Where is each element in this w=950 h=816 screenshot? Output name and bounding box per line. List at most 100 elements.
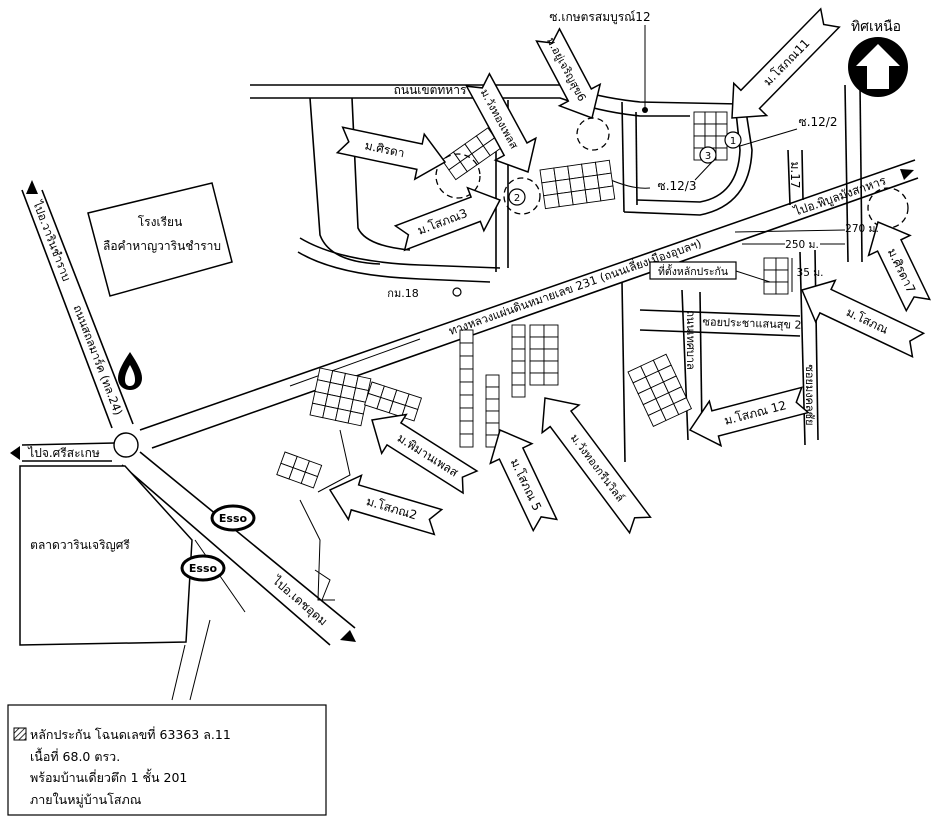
sophon11-loop-inner [636,111,741,203]
village-arrow-yoocharoensuk6: ม.อยู่เจริญสุข6 [535,27,602,120]
marker-2-label: 2 [514,193,520,204]
house-lot [763,281,777,295]
marker-3-label: 3 [705,151,711,162]
house-lot [693,111,706,125]
house-lot [543,348,559,362]
to-warin-direction: ไปอ.วารินชำราบ [26,180,74,283]
collateral-site-callout: ที่ตั้งหลักประกัน [649,261,771,283]
house-lot [459,368,474,383]
school-boundary [87,182,233,297]
house-lot [582,174,600,191]
house-lot [556,191,574,208]
road-24-east-edge [41,189,134,425]
house-lot [529,360,545,374]
house-lot [459,420,474,435]
house-lot [511,360,526,374]
house-lot [555,178,572,195]
dimension-250: 250 ม. [742,239,845,251]
house-lot [541,180,558,197]
house-lot [594,159,612,176]
west-village-road-b [351,97,411,251]
mongkhonchai-road-east [814,249,819,441]
soi-kaset-point [642,107,648,113]
to-phibun-label: ไปอ.พิบูลมังสาหาร [791,173,888,220]
house-lot [567,163,584,180]
house-lot [693,135,706,149]
house-lot [598,185,616,202]
sophon11-loop-outer [623,104,753,216]
soi-12-3-callout: ซ.12/3 [658,161,713,193]
south-road-east [189,619,211,701]
dimension-270-label: 270 ม. [845,223,879,235]
marker-2-circle [508,188,526,206]
house-lot-block [529,324,559,386]
southwest-soi-c [314,569,331,601]
east-road-west [844,84,849,263]
house-lot [596,172,614,189]
soi-12-2-leader-line [739,128,798,147]
house-lot [485,386,500,400]
km18-marker: กม.18 [387,287,462,300]
sathonlamark-road-label: ถนนสถลมาร์ค (ทล.24) [70,303,125,417]
prachasaensuk-road-label: ซอยประชาแสนสุข 2 [702,315,801,331]
prachasaensuk-road-north [639,309,801,317]
legend-box [7,704,327,816]
esso-logo-oval [210,504,256,532]
house-lot [511,348,526,362]
connector-road-north [299,237,501,269]
legend-line-4: ภายในหมู่บ้านโสภณ [30,792,142,808]
east-feeder-road [734,229,846,233]
esso-logo-north: Esso [210,504,256,532]
house-lot [693,123,706,137]
house-lot [485,410,500,424]
highway-231-edge-south [151,177,919,449]
esso-logo-text: Esso [219,512,248,525]
km-post-icon [452,287,462,297]
house-lot [570,189,588,206]
market-name: ตลาดวารินเจริญศรี [30,538,130,552]
south-soi-620 [621,281,626,463]
house-lot [715,147,728,161]
house-lot [529,336,545,350]
thetsaban-road-west [681,289,689,441]
house-lot [704,111,717,125]
house-lot [347,410,364,427]
mongkhonchai-road-label: ซอยมงคลชัย [803,364,816,425]
house-lot [401,404,419,422]
house-lot [543,336,559,350]
house-lot-block [763,257,789,295]
arrow-down-right-icon [340,630,356,642]
collateral-site-box [649,261,737,280]
house-lot [459,433,474,448]
arrow-left-icon [10,446,20,460]
village-arrow-sophon3: ม.โสภณ3 [393,186,502,252]
esso-logo-text: Esso [189,562,218,575]
house-lot [581,161,598,178]
sirada-location-circle [435,153,481,199]
dimension-35-label: 35 ม. [797,267,824,279]
legend-line-3: พร้อมบ้านเดี่ยวตึก 1 ชั้น 201 [30,768,187,785]
house-lot [715,123,728,137]
house-lot [485,374,500,388]
house-lot [715,111,728,125]
school-name-line2: ลือคำหาญวารินชำราบ [103,239,221,253]
north-label: ทิศเหนือ [851,19,901,35]
hatch-swatch-icon [13,727,27,741]
house-lot-block [485,374,500,448]
moo17-road-west [787,149,791,206]
house-lot [459,355,474,370]
north-arrow-shape [856,44,900,89]
house-lot-block [441,127,503,181]
house-lot [775,257,789,271]
soi-kaset-label: ซ.เกษตรสมบูรณ์12 [549,10,650,25]
marker-3-circle [699,146,717,164]
prachasaensuk-road-south [639,329,801,337]
house-lot [511,384,526,398]
house-lot-blocks [276,111,789,489]
east-road-east [859,84,863,263]
house-lot-block [459,329,474,448]
soi-12-3-leader-line [694,161,713,181]
collateral-site-label: ที่ตั้งหลักประกัน [658,264,728,278]
house-lot-block [364,381,423,422]
